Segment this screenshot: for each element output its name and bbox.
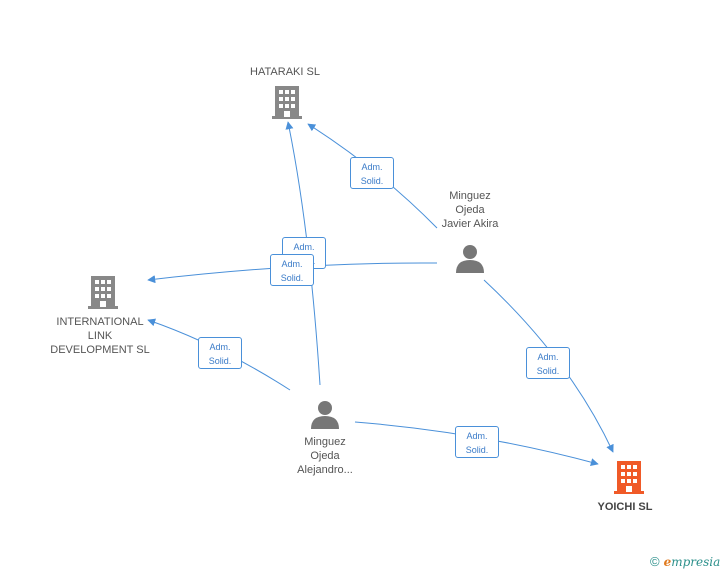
- empresia-logo: ©empresia: [650, 554, 720, 569]
- building-icon[interactable]: [272, 86, 302, 119]
- edge-label-alejandro-yoichi: Adm. Solid.: [455, 426, 499, 458]
- company-label-international[interactable]: INTERNATIONAL LINK DEVELOPMENT SL: [50, 316, 150, 356]
- edge-label-alejandro-international: Adm. Solid.: [198, 337, 242, 369]
- copyright-symbol: ©: [650, 554, 660, 569]
- edge-label-javier-hataraki: Adm. Solid.: [350, 157, 394, 189]
- person-label-javier[interactable]: Minguez Ojeda Javier Akira: [441, 190, 499, 230]
- edge-label-javier-international: Adm. Solid.: [270, 254, 314, 286]
- building-icon[interactable]: [614, 461, 644, 494]
- person-label-alejandro[interactable]: Minguez Ojeda Alejandro...: [297, 436, 353, 476]
- company-label-hataraki[interactable]: HATARAKI SL: [250, 66, 320, 78]
- brand-e: e: [663, 555, 672, 569]
- person-icon[interactable]: [311, 401, 339, 429]
- brand-name: mpresia: [671, 555, 721, 569]
- company-label-yoichi[interactable]: YOICHI SL: [597, 501, 653, 513]
- edge-label-javier-yoichi: Adm. Solid.: [526, 347, 570, 379]
- building-icon[interactable]: [88, 276, 118, 309]
- person-icon[interactable]: [456, 245, 484, 273]
